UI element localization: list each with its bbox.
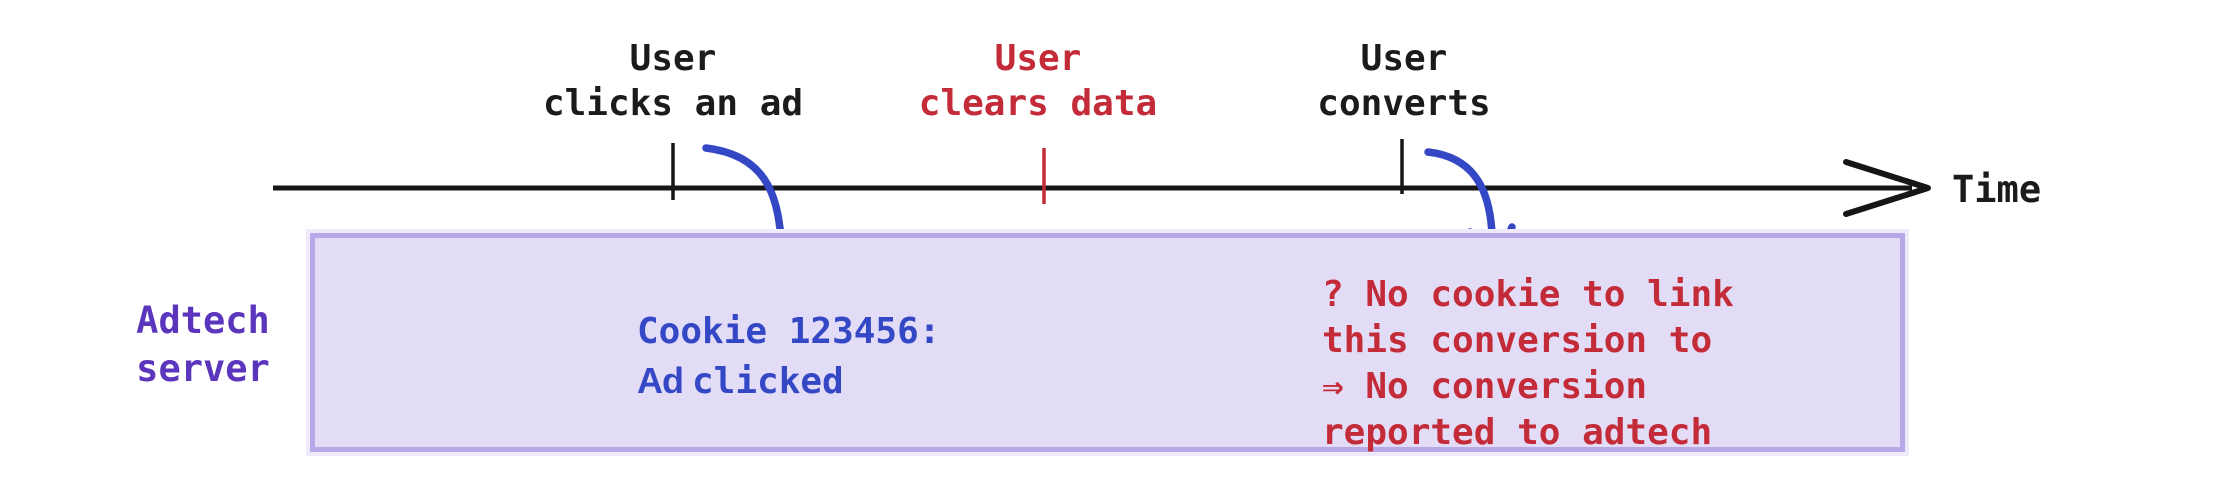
no-cookie-note-line3: ⇒ No conversion (1322, 366, 1648, 407)
event-label-line1: User (994, 38, 1082, 79)
event-label-line2: clicks an ad (542, 83, 804, 124)
adtech-server-label: Adtech server (136, 297, 270, 393)
event-label-user-clicks-ad: User clicks an ad (543, 36, 803, 126)
event-label-line2: clears data (918, 83, 1158, 124)
cookie-note-line1: Cookie 123456: (637, 311, 941, 352)
time-axis-label: Time (1952, 168, 2042, 211)
adtech-server-box (310, 233, 1905, 452)
no-cookie-note-line2: this conversion to (1322, 320, 1713, 361)
event-label-user-clears-data: User clears data (919, 36, 1157, 126)
cookie-note-ad-prefix: Ad (637, 360, 692, 401)
event-label-line1: User (629, 38, 717, 79)
cookie-logged-note: Cookie 123456: Ad clicked (637, 307, 940, 406)
adtech-server-label-line1: Adtech (136, 299, 270, 342)
no-cookie-note: ? No cookie to link this conversion to ⇒… (1322, 272, 1734, 456)
cookie-note-clicked-word: clicked (692, 361, 844, 402)
cookie-note-line2: Ad clicked (637, 356, 940, 406)
no-cookie-note-line4: reported to adtech (1322, 412, 1713, 453)
event-label-user-converts: User converts (1317, 36, 1490, 126)
event-label-line2: converts (1317, 83, 1491, 124)
adtech-server-label-line2: server (136, 347, 270, 390)
no-cookie-note-line1: ? No cookie to link (1322, 274, 1734, 315)
time-axis-arrowhead-icon (1843, 159, 1931, 217)
event-label-line1: User (1360, 38, 1448, 79)
